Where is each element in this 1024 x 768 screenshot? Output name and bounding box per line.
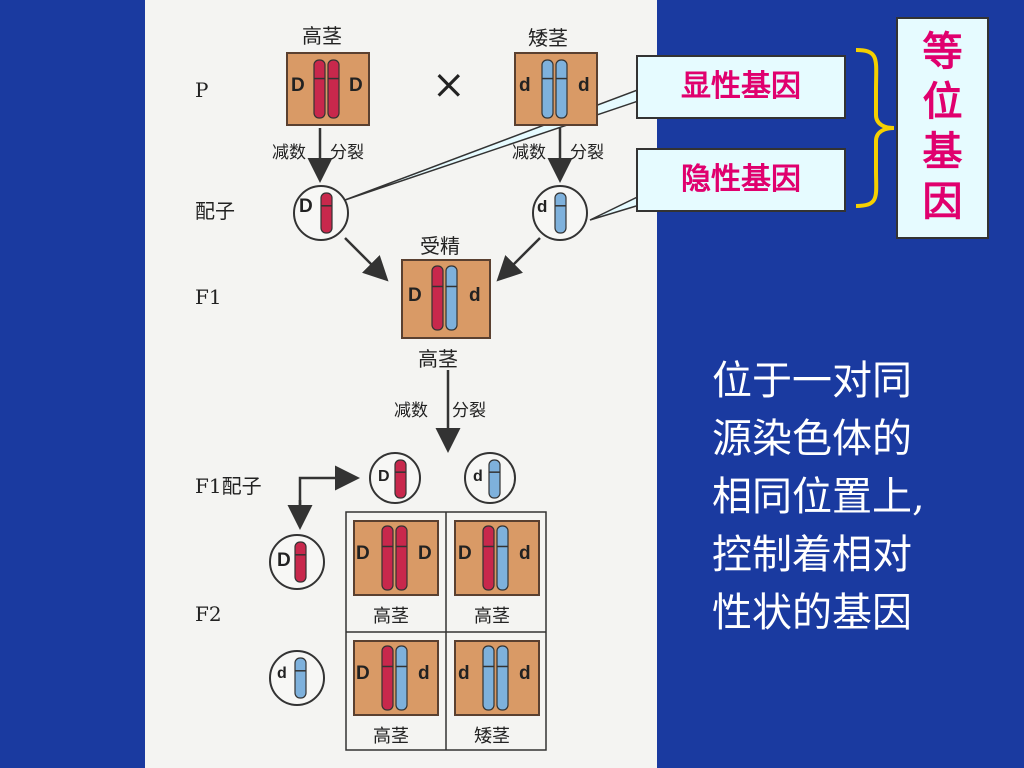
f2-cell-2-gene-right: d	[519, 543, 531, 564]
f2-cell-3-gene-left: D	[356, 663, 370, 684]
f2-cell-1-phenotype: 高茎	[373, 606, 409, 627]
gamete-gene-right: d	[537, 197, 548, 216]
row-label-f2: F2	[195, 602, 222, 626]
f1-gamete-side-top-gene: D	[277, 550, 291, 571]
f2-cell-3-chromosome-left	[381, 645, 394, 711]
gamete-left-chromosome	[320, 192, 333, 234]
row-label-p: P	[195, 78, 209, 102]
tall-parent-label: 高茎	[302, 24, 342, 48]
f2-cell-2-chromosome-left	[482, 525, 495, 591]
f1-chromosome-right	[445, 265, 458, 331]
f2-cell-4-gene-left: d	[458, 663, 470, 684]
allele-brace	[855, 48, 895, 208]
meiosis-label-left-2: 分裂	[330, 143, 364, 163]
f2-cell-1-gene-right: D	[418, 543, 432, 564]
f2-cell-3-chromosome-right	[395, 645, 408, 711]
short-gene-right: d	[578, 75, 590, 96]
allele-char-1: 等	[922, 29, 963, 75]
definition-line-2: 源染色体的	[712, 416, 912, 462]
f1-phenotype: 高茎	[418, 347, 458, 371]
f1-gamete-top-left-gene: D	[378, 468, 390, 485]
allele-char-4: 因	[922, 179, 963, 225]
short-parent-label: 矮茎	[528, 26, 568, 50]
f1-meiosis-label-1: 减数	[394, 401, 428, 421]
f1-gamete-side-top-chromosome	[294, 541, 307, 583]
f2-cell-2-phenotype: 高茎	[474, 606, 510, 627]
definition-line-1: 位于一对同	[712, 358, 912, 404]
row-label-f1-gametes: F1配子	[195, 474, 262, 498]
f1-gamete-top-right-chromosome	[488, 459, 501, 499]
fertilize-arrow-left	[344, 237, 389, 282]
dominant-gene-callout: 显性基因	[636, 55, 846, 119]
meiosis-label-right-2: 分裂	[570, 143, 604, 163]
f1-gene-right: d	[469, 285, 481, 306]
row-label-f1: F1	[195, 285, 222, 309]
definition-line-3: 相同位置上,	[712, 474, 925, 520]
short-gene-left: d	[519, 75, 531, 96]
f2-cell-4-chromosome-left	[482, 645, 495, 711]
tall-parent-chromosome-right	[327, 59, 340, 119]
recessive-gene-callout: 隐性基因	[636, 148, 846, 212]
f1-gamete-side-bottom-chromosome	[294, 657, 307, 699]
definition-line-5: 性状的基因	[712, 590, 912, 636]
allele-callout: 等 位 基 因	[896, 17, 989, 239]
f1-meiosis-label-2: 分裂	[452, 401, 486, 421]
f1-gene-left: D	[408, 285, 422, 306]
fertilization-label: 受精	[420, 234, 460, 258]
f2-cell-4-chromosome-right	[496, 645, 509, 711]
meiosis-label-right-1: 减数	[512, 143, 546, 163]
f2-cell-1-chromosome-right	[395, 525, 408, 591]
fertilize-arrow-right	[496, 237, 541, 282]
f2-cell-1-gene-left: D	[356, 543, 370, 564]
f1-chromosome-left	[431, 265, 444, 331]
gamete-gene-left: D	[299, 196, 313, 217]
meiosis-label-left-1: 减数	[272, 143, 306, 163]
f1-gamete-top-left-chromosome	[394, 459, 407, 499]
f2-cell-1-chromosome-left	[381, 525, 394, 591]
f1-gamete-top-right-gene: d	[473, 468, 483, 485]
gamete-right-chromosome	[554, 192, 567, 234]
f2-cell-3-gene-right: d	[418, 663, 430, 684]
row-label-gametes: 配子	[195, 199, 235, 223]
tall-gene-right: D	[349, 75, 363, 96]
short-parent-chromosome-left	[541, 59, 554, 119]
short-parent-chromosome-right	[555, 59, 568, 119]
f1-gamete-side-bottom-gene: d	[277, 665, 287, 682]
f2-cell-4-phenotype: 矮茎	[474, 726, 510, 747]
f2-cell-4-gene-right: d	[519, 663, 531, 684]
allele-char-3: 基	[922, 129, 963, 175]
f2-cell-3-phenotype: 高茎	[373, 726, 409, 747]
tall-gene-left: D	[291, 75, 305, 96]
f2-cell-2-chromosome-right	[496, 525, 509, 591]
definition-line-4: 控制着相对	[712, 532, 912, 578]
tall-parent-chromosome-left	[313, 59, 326, 119]
allele-definition: 位于一对同 源染色体的 相同位置上, 控制着相对 性状的基因	[712, 352, 1012, 642]
f2-cell-2-gene-left: D	[458, 543, 472, 564]
cross-symbol: ×	[432, 62, 466, 108]
allele-char-2: 位	[922, 79, 963, 125]
